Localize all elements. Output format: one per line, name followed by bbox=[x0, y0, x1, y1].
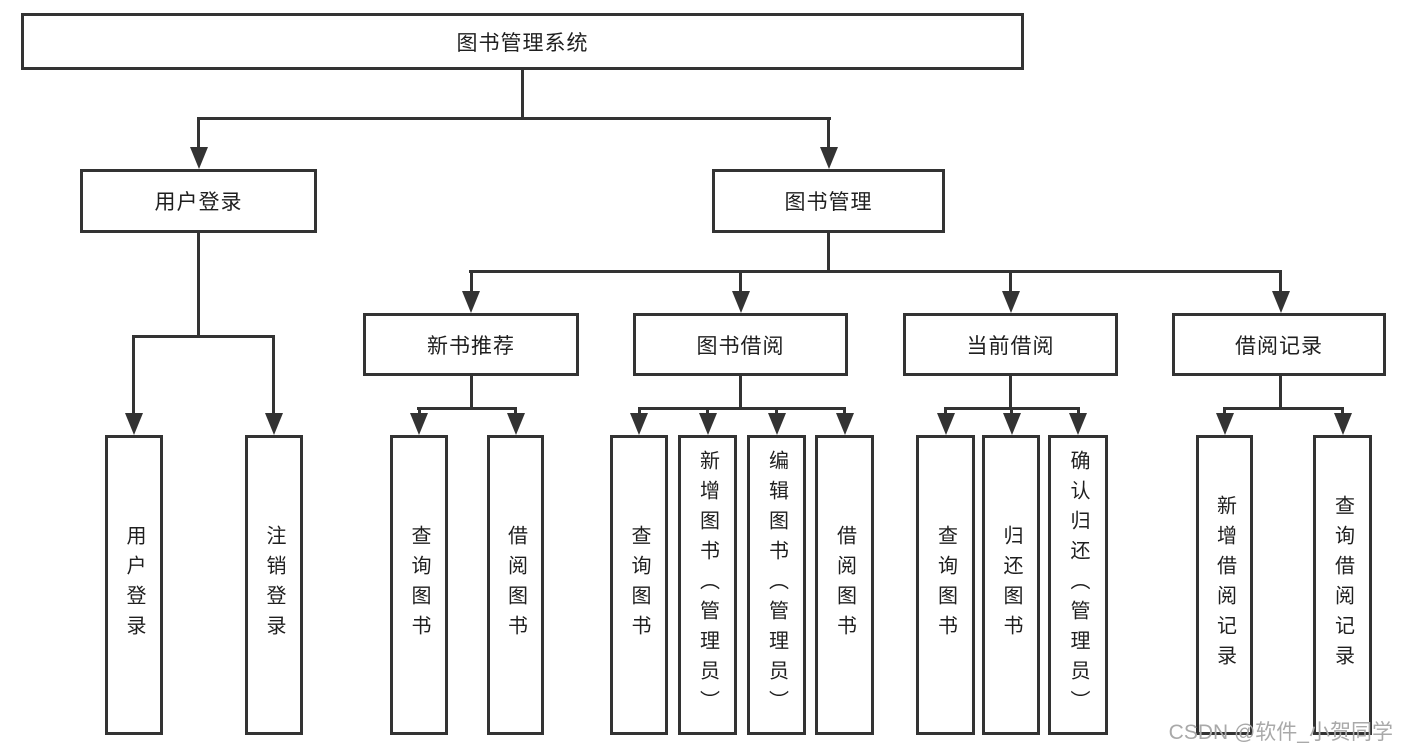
leaf-return-book: 归还图书 bbox=[982, 435, 1040, 735]
node-current-borrowing: 当前借阅 bbox=[903, 313, 1118, 376]
connector-line bbox=[521, 70, 524, 118]
node-label: 用户登录 bbox=[123, 525, 145, 645]
node-label: 当前借阅 bbox=[966, 334, 1055, 358]
node-label: 查询图书 bbox=[408, 525, 430, 645]
connector-line bbox=[1341, 407, 1344, 416]
connector-line bbox=[132, 335, 275, 338]
connector-line bbox=[132, 335, 135, 415]
arrow-down-icon bbox=[1271, 291, 1290, 313]
node-new-book-recommend: 新书推荐 bbox=[363, 313, 579, 376]
node-label: 查询图书 bbox=[628, 525, 650, 645]
arrow-down-icon bbox=[731, 291, 750, 313]
node-library-system: 图书管理系统 bbox=[21, 13, 1024, 70]
node-book-borrowing: 图书借阅 bbox=[633, 313, 848, 376]
connector-line bbox=[1009, 270, 1012, 293]
node-label: 查询图书 bbox=[934, 525, 957, 645]
connector-line bbox=[637, 407, 845, 410]
leaf-user-login: 用户登录 bbox=[105, 435, 163, 735]
leaf-query-books-current: 查询图书 bbox=[916, 435, 975, 735]
connector-line bbox=[1279, 376, 1282, 409]
arrow-down-icon bbox=[1002, 413, 1021, 435]
leaf-query-books-borrowing: 查询图书 bbox=[610, 435, 668, 735]
node-user-login: 用户登录 bbox=[80, 169, 317, 233]
arrow-down-icon bbox=[630, 413, 648, 435]
connector-line bbox=[843, 407, 846, 416]
arrow-down-icon bbox=[1333, 413, 1352, 435]
csdn-watermark: CSDN @软件_小贺同学 bbox=[1168, 721, 1393, 744]
arrow-down-icon bbox=[125, 413, 143, 435]
connector-line bbox=[827, 232, 830, 273]
node-label: 编辑图书（管理员） bbox=[765, 450, 788, 720]
node-label: 用户登录 bbox=[154, 191, 243, 214]
connector-line bbox=[197, 117, 831, 120]
connector-line bbox=[1009, 376, 1012, 409]
arrow-down-icon bbox=[936, 413, 955, 435]
leaf-query-borrow-record: 查询借阅记录 bbox=[1313, 435, 1372, 735]
node-label: 新增借阅记录 bbox=[1213, 495, 1236, 675]
node-book-management: 图书管理 bbox=[712, 169, 945, 233]
connector-line bbox=[197, 233, 200, 337]
connector-line bbox=[514, 407, 517, 416]
arrow-down-icon bbox=[506, 413, 525, 435]
connector-line bbox=[739, 270, 742, 293]
leaf-edit-book-admin: 编辑图书（管理员） bbox=[747, 435, 806, 735]
connector-line bbox=[272, 335, 275, 415]
connector-line bbox=[469, 376, 473, 409]
arrow-down-icon bbox=[767, 413, 786, 435]
connector-line bbox=[469, 270, 1281, 273]
arrow-down-icon bbox=[189, 147, 208, 169]
arrow-down-icon bbox=[264, 413, 283, 435]
connector-line bbox=[1010, 407, 1013, 416]
connector-line bbox=[469, 270, 473, 293]
connector-line bbox=[637, 407, 641, 416]
connector-line bbox=[944, 407, 947, 416]
arrow-down-icon bbox=[835, 413, 854, 435]
node-label: 确认归还（管理员） bbox=[1067, 450, 1089, 720]
leaf-add-borrow-record: 新增借阅记录 bbox=[1196, 435, 1253, 735]
arrow-down-icon bbox=[410, 413, 428, 435]
node-label: 新增图书（管理员） bbox=[696, 450, 719, 720]
node-label: 注销登录 bbox=[263, 525, 285, 645]
node-label: 借阅图书 bbox=[504, 525, 527, 645]
leaf-add-book-admin: 新增图书（管理员） bbox=[678, 435, 737, 735]
connector-line bbox=[1279, 270, 1282, 293]
leaf-logout: 注销登录 bbox=[245, 435, 303, 735]
arrow-down-icon bbox=[1001, 291, 1020, 313]
connector-line bbox=[706, 407, 709, 416]
arrow-down-icon bbox=[1069, 413, 1087, 435]
node-label: 借阅图书 bbox=[833, 525, 856, 645]
connector-line bbox=[739, 376, 742, 409]
node-borrowing-records: 借阅记录 bbox=[1172, 313, 1386, 376]
leaf-borrow-books: 借阅图书 bbox=[815, 435, 874, 735]
node-label: 借阅记录 bbox=[1235, 334, 1323, 358]
connector-line bbox=[417, 407, 421, 416]
arrow-down-icon bbox=[1215, 413, 1234, 435]
connector-line bbox=[1223, 407, 1226, 416]
node-label: 新书推荐 bbox=[427, 334, 515, 358]
node-label: 归还图书 bbox=[1000, 525, 1022, 645]
node-label: 图书管理 bbox=[784, 191, 873, 214]
connector-line bbox=[1223, 407, 1344, 410]
leaf-query-books-recommend: 查询图书 bbox=[390, 435, 448, 735]
leaf-borrow-books-recommend: 借阅图书 bbox=[487, 435, 544, 735]
connector-line bbox=[197, 117, 200, 149]
connector-line bbox=[775, 407, 778, 416]
arrow-down-icon bbox=[698, 413, 717, 435]
connector-line bbox=[417, 407, 517, 410]
arrow-down-icon bbox=[819, 147, 838, 169]
node-label: 查询借阅记录 bbox=[1331, 495, 1354, 675]
connector-line bbox=[1077, 407, 1080, 416]
arrow-down-icon bbox=[462, 291, 480, 313]
leaf-confirm-return-admin: 确认归还（管理员） bbox=[1048, 435, 1108, 735]
node-label: 图书管理系统 bbox=[456, 31, 589, 55]
node-label: 图书借阅 bbox=[696, 334, 785, 358]
connector-line bbox=[827, 117, 830, 149]
